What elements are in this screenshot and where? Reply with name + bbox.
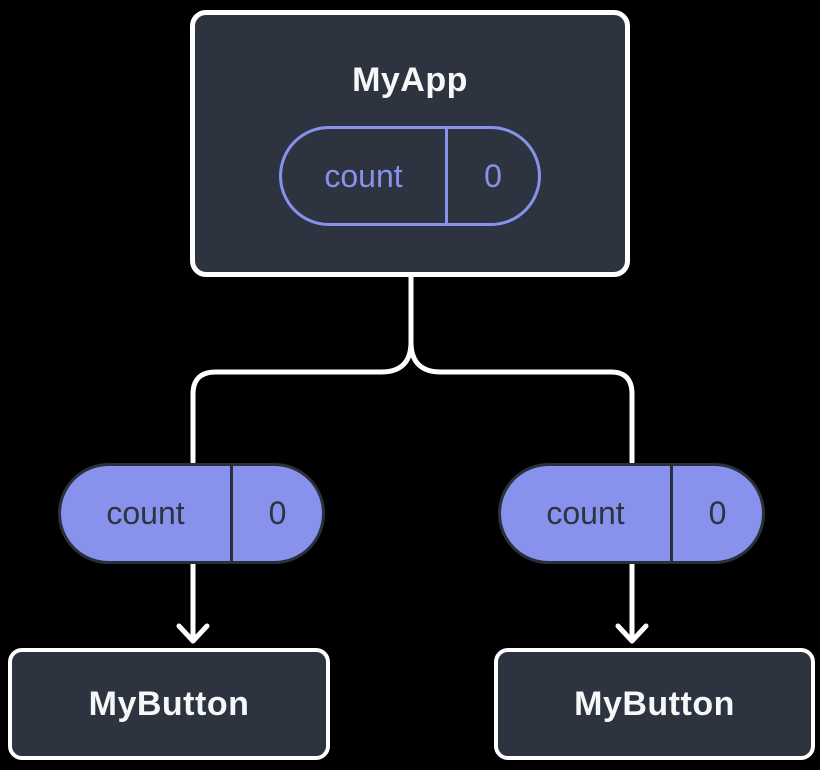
state-pill-name: count bbox=[282, 129, 448, 223]
prop-pill-left-value: 0 bbox=[268, 495, 287, 531]
prop-pill-right-value: 0 bbox=[708, 495, 727, 531]
prop-pill-left-name: count bbox=[61, 466, 233, 561]
component-box-mybutton-left: MyButton bbox=[8, 648, 330, 760]
component-box-mybutton-right: MyButton bbox=[494, 648, 815, 760]
component-title: MyButton bbox=[574, 684, 735, 723]
arrow-head-right bbox=[615, 623, 649, 644]
state-pill-value: 0 bbox=[484, 157, 502, 194]
state-pill: count 0 bbox=[279, 126, 541, 226]
prop-pill-left: count 0 bbox=[58, 463, 325, 564]
branch-line-left bbox=[190, 269, 414, 465]
component-title: MyButton bbox=[88, 684, 250, 723]
prop-pill-right-name: count bbox=[501, 466, 673, 561]
prop-pill-right: count 0 bbox=[498, 463, 765, 564]
arrow-head-left bbox=[176, 623, 210, 644]
component-title: MyApp bbox=[352, 61, 468, 99]
component-box-myapp: MyApp count 0 bbox=[190, 10, 630, 277]
branch-line-right bbox=[408, 269, 635, 465]
